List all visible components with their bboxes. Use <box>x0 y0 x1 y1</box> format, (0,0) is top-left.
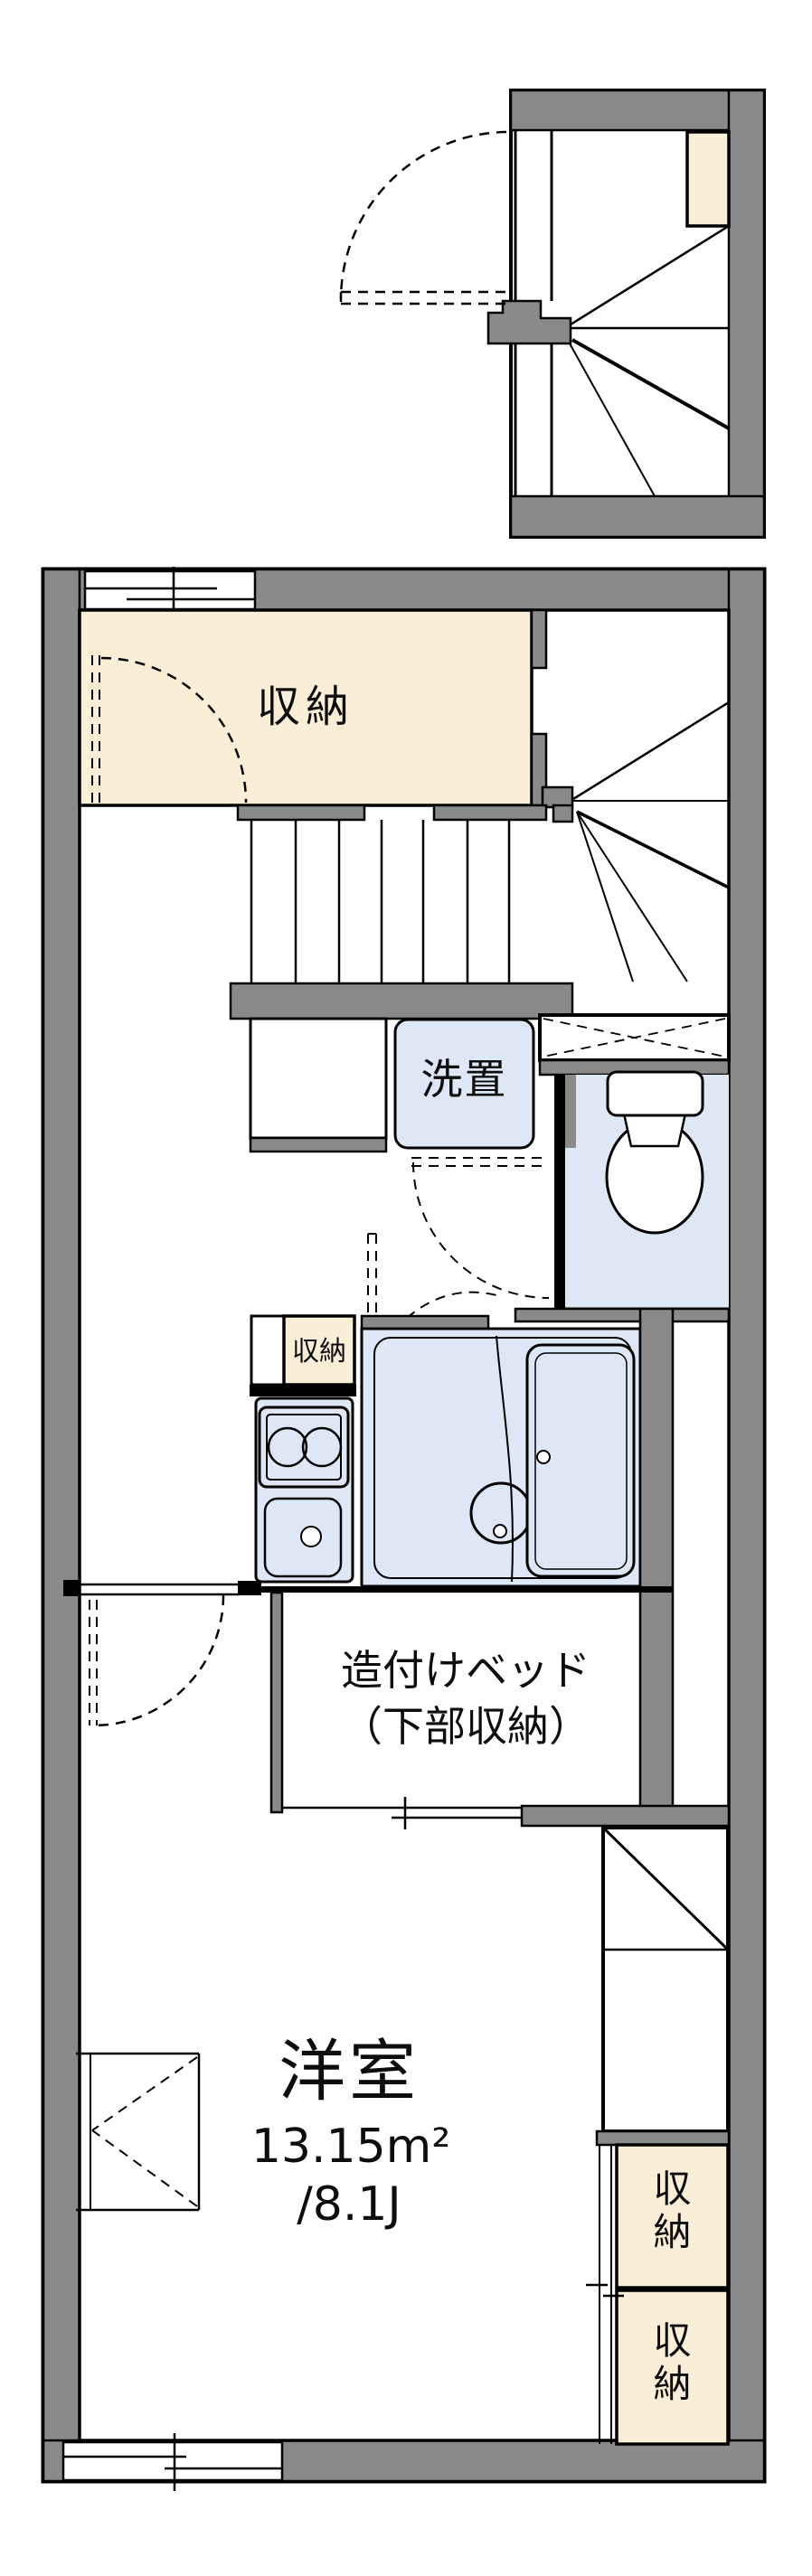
stair-landing <box>486 299 572 345</box>
toilet-room <box>411 1070 731 1323</box>
storage2-char1: 収 <box>653 2318 692 2363</box>
western-room-area-tatami: /8.1J <box>297 2177 401 2232</box>
window-bed <box>282 1797 522 1829</box>
upper-storage-room <box>78 608 533 807</box>
kitchen-storage-label: 収納 <box>292 1336 346 1368</box>
storage1-char1: 収 <box>653 2167 692 2211</box>
toilet-icon <box>605 1070 704 1235</box>
laundry-space-box <box>393 1018 535 1150</box>
sink-icon <box>263 1497 343 1578</box>
lower-storage-1 <box>615 2143 730 2289</box>
lower-storage-2-label: 収納 <box>618 2318 727 2407</box>
bed-label-line2: （下部収納） <box>341 1702 590 1751</box>
lower-storage-2 <box>615 2289 730 2446</box>
stove-icon <box>258 1406 350 1489</box>
bathroom <box>360 1314 642 1588</box>
storage1-char2: 納 <box>653 2210 692 2255</box>
window-top <box>83 567 257 625</box>
window-bottom <box>61 2433 284 2491</box>
entrance-storage-box <box>685 130 731 228</box>
storage2-char2: 納 <box>653 2362 692 2407</box>
closet-column <box>586 1826 731 2446</box>
toilet-door-arc <box>411 1157 550 1299</box>
entrance-door-arc <box>339 130 507 306</box>
desk-counter <box>76 2052 201 2212</box>
main-unit-block <box>41 567 767 2491</box>
lower-storage-1-label: 収納 <box>618 2167 727 2255</box>
kitchen-storage-box <box>282 1314 356 1387</box>
bathtub-icon <box>525 1343 636 1578</box>
western-room-area-sqm: 13.15m² <box>250 2120 451 2174</box>
closet-sliding-door <box>586 2145 624 2444</box>
upper-storage-door-arc <box>91 655 248 804</box>
upper-stairs <box>569 224 730 497</box>
main-stairs <box>229 700 730 1153</box>
western-room-label: 洋室 <box>279 2033 420 2111</box>
upper-storage-label: 収納 <box>256 682 354 732</box>
laundry-label: 洗置 <box>420 1055 508 1104</box>
upper-cabinet <box>538 1013 731 1076</box>
entrance-stair-block <box>339 89 766 539</box>
kitchen-area <box>250 1314 356 1584</box>
bed-label-line1: 造付けベッド <box>341 1646 590 1695</box>
kitchen-counter <box>254 1396 354 1584</box>
room-door-arc <box>89 1594 225 1727</box>
